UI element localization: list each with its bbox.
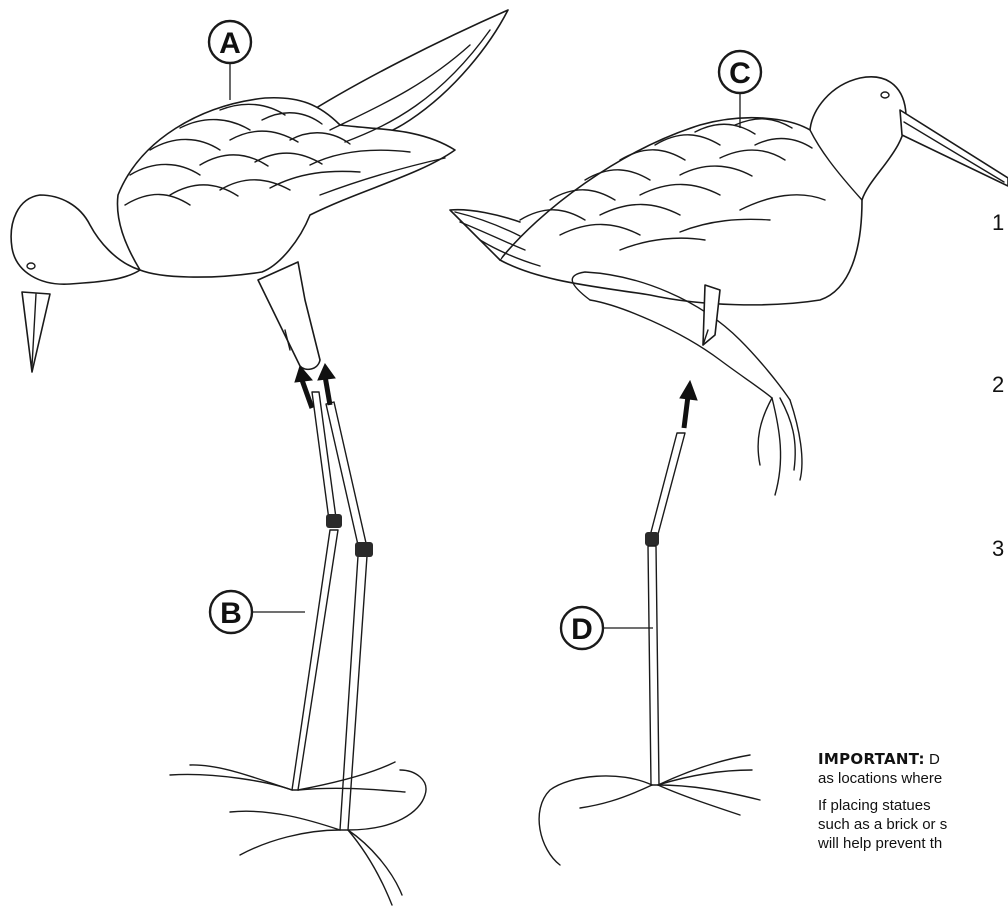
important-label: IMPORTANT: <box>818 750 925 768</box>
important-text: D <box>925 751 940 768</box>
insert-arrow-a1 <box>295 366 312 408</box>
bird-c-body <box>450 77 1008 495</box>
step-number-1: 1 <box>992 210 1004 235</box>
label-c: C <box>719 51 761 128</box>
label-c-text: C <box>729 57 751 90</box>
label-d: D <box>561 607 653 649</box>
placement-paragraph: If placing statues such as a brick or s wi… <box>818 796 1008 853</box>
placement-line-3: will help prevent th <box>818 835 942 852</box>
leg-set-b <box>170 392 426 905</box>
placement-line-1: If placing statues <box>818 797 931 814</box>
step-number-2: 2 <box>992 372 1004 397</box>
label-d-text: D <box>571 613 593 646</box>
leg-d <box>539 433 760 865</box>
important-line-2: as locations where <box>818 770 942 787</box>
placement-line-2: such as a brick or s <box>818 816 947 833</box>
step-number-3: 3 <box>992 536 1004 561</box>
bird-a-body <box>11 10 508 372</box>
label-b-text: B <box>220 597 242 630</box>
label-a-text: A <box>219 27 241 60</box>
label-a: A <box>209 21 251 100</box>
insert-arrow-c <box>680 381 697 428</box>
label-b: B <box>210 591 305 633</box>
